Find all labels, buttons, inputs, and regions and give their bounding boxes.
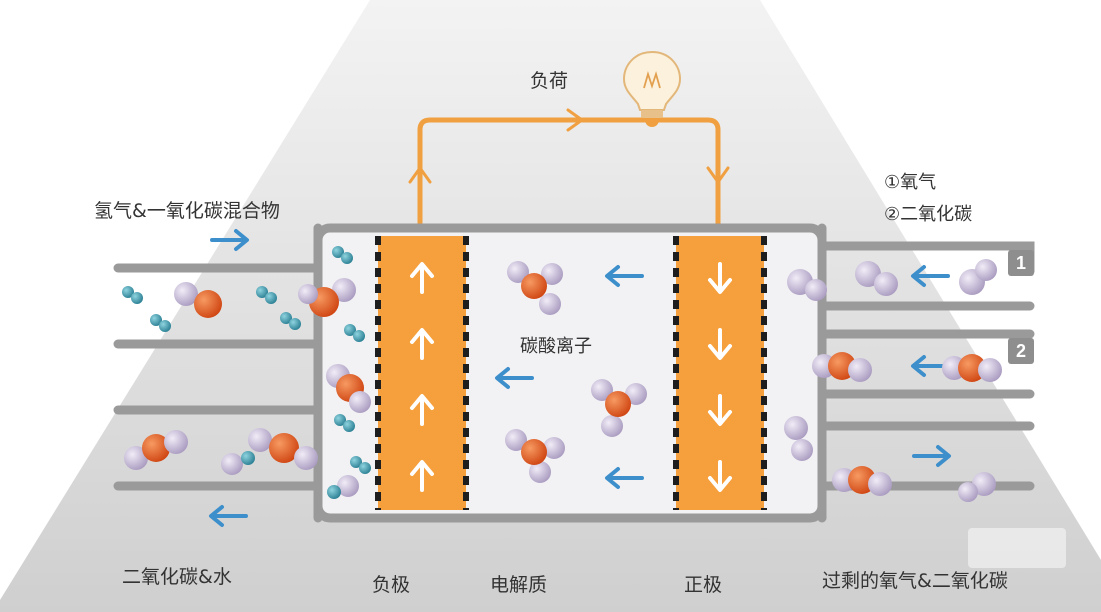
oxygen-molecule xyxy=(855,261,898,296)
co2-molecule xyxy=(832,466,892,496)
port-1-tab xyxy=(1008,250,1034,276)
oxygen-molecule xyxy=(959,259,997,295)
water-molecule xyxy=(221,451,255,475)
cathode-input-2-label: ②二氧化碳 xyxy=(884,204,973,225)
co-molecule xyxy=(174,282,222,318)
co2-molecule xyxy=(812,352,872,382)
co2-molecule xyxy=(124,430,188,470)
carbonate-ion xyxy=(505,429,565,483)
cathode-label: 正极 xyxy=(684,574,723,596)
cathode-exhaust-label: 过剩的氧气&二氧化碳 xyxy=(822,570,1008,592)
oxygen-molecule xyxy=(784,416,813,461)
port-number-2: 2 xyxy=(1016,341,1026,361)
water-molecule xyxy=(327,475,359,499)
anode-up-arrows xyxy=(410,262,434,492)
electrolyte-label: 电解质 xyxy=(490,574,548,596)
blurred-watermark xyxy=(968,528,1066,568)
co2-molecule xyxy=(326,364,371,413)
hydrogen-molecules xyxy=(122,246,371,474)
port-number-1: 1 xyxy=(1016,253,1026,273)
carbonate-ion-label: 碳酸离子 xyxy=(520,336,592,357)
flow-arrows xyxy=(209,229,951,527)
cathode-down-arrows xyxy=(708,262,732,492)
co2-molecule xyxy=(248,428,318,470)
co-molecule xyxy=(298,278,356,317)
fuel-input-label: 氢气&一氧化碳混合物 xyxy=(94,200,280,222)
co2-molecule xyxy=(942,354,1002,382)
carbonate-ion xyxy=(507,261,563,315)
anode-label: 负极 xyxy=(372,574,411,596)
oxygen-molecule xyxy=(787,269,827,301)
lightbulb-icon xyxy=(622,50,682,118)
external-circuit xyxy=(417,117,721,232)
cathode-input-1-label: ①氧气 xyxy=(884,172,937,193)
anode-exhaust-label: 二氧化碳&水 xyxy=(122,566,232,588)
circuit-arrows xyxy=(408,108,730,185)
port-2-tab xyxy=(1008,338,1034,364)
carbonate-ion xyxy=(591,379,647,437)
oxygen-molecule xyxy=(958,472,996,502)
load-label: 负荷 xyxy=(530,70,569,92)
